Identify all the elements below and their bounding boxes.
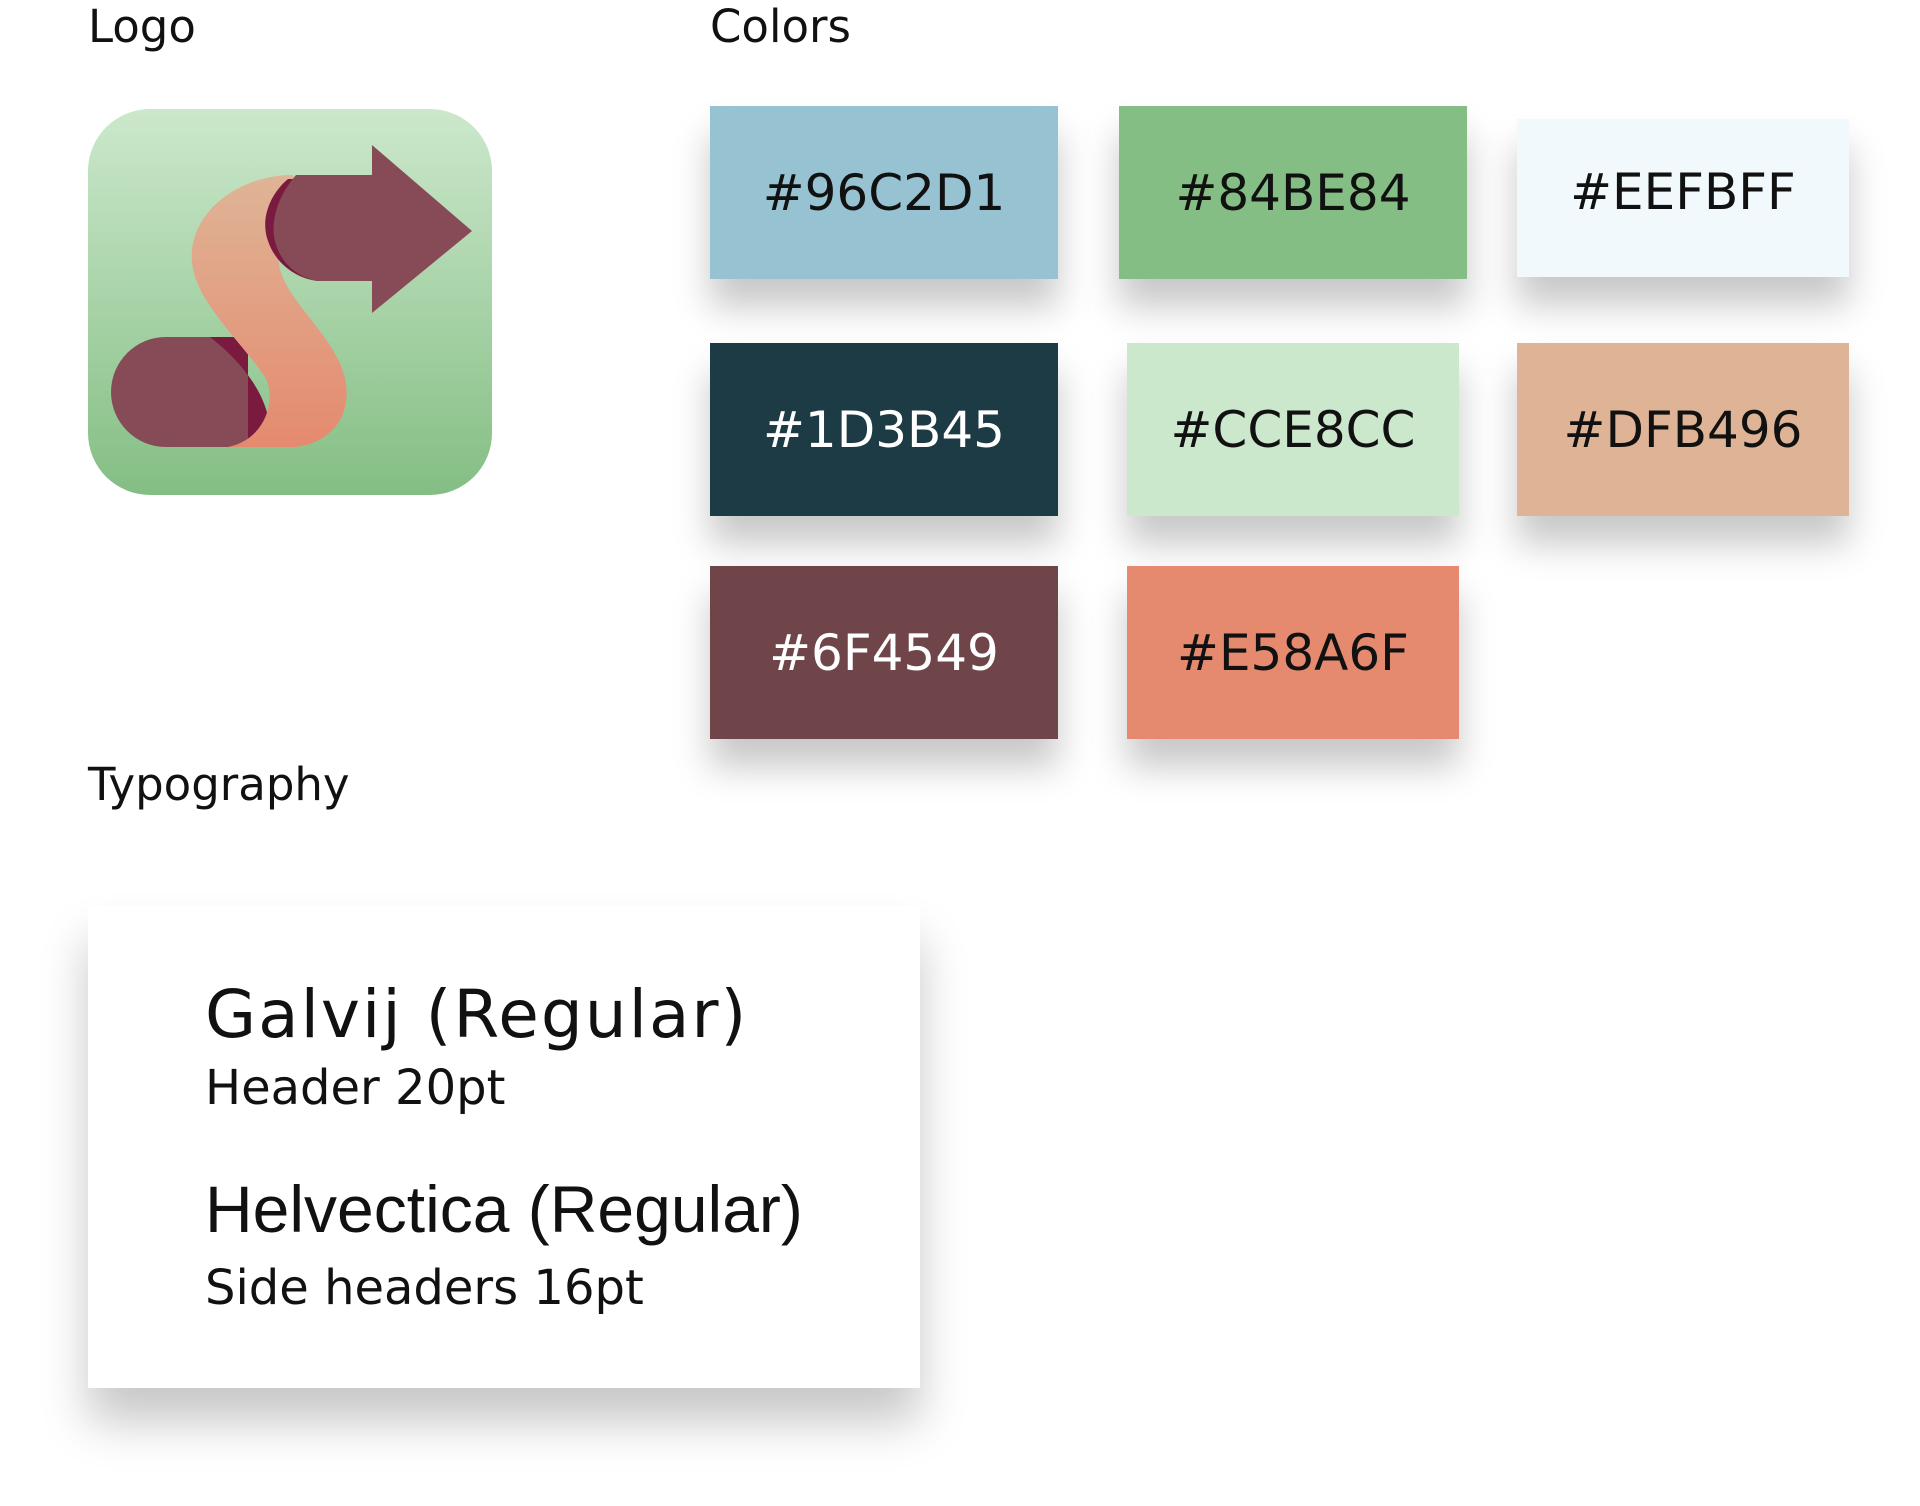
colors-section-title: Colors bbox=[710, 0, 851, 53]
header-font-name: Galvij (Regular) bbox=[205, 976, 749, 1053]
logo-arrow bbox=[273, 145, 472, 313]
color-hex-label: #EEFBFF bbox=[1570, 163, 1796, 221]
color-hex-label: #DFB496 bbox=[1563, 400, 1803, 459]
typography-section-title: Typography bbox=[88, 758, 350, 811]
color-swatch-eefbff: #EEFBFF bbox=[1517, 119, 1849, 277]
color-hex-label: #CCE8CC bbox=[1170, 400, 1416, 459]
typography-card: Galvij (Regular) Header 20pt Helvectica … bbox=[88, 906, 920, 1388]
side-header-font-description: Side headers 16pt bbox=[205, 1260, 644, 1316]
side-header-font-name: Helvectica (Regular) bbox=[205, 1172, 803, 1246]
header-font-description: Header 20pt bbox=[205, 1060, 506, 1116]
color-hex-label: #84BE84 bbox=[1175, 163, 1411, 222]
color-swatch-6f4549: #6F4549 bbox=[710, 566, 1058, 739]
color-swatch-dfb496: #DFB496 bbox=[1517, 343, 1849, 516]
color-hex-label: #1D3B45 bbox=[763, 400, 1005, 459]
color-swatch-1d3b45: #1D3B45 bbox=[710, 343, 1058, 516]
s-arrow-logo-icon bbox=[88, 109, 492, 495]
color-swatch-84be84: #84BE84 bbox=[1119, 106, 1467, 279]
color-swatch-cce8cc: #CCE8CC bbox=[1127, 343, 1459, 516]
color-hex-label: #6F4549 bbox=[769, 623, 999, 682]
color-swatch-96c2d1: #96C2D1 bbox=[710, 106, 1058, 279]
logo-left-pill-shadow bbox=[210, 337, 269, 447]
color-hex-label: #E58A6F bbox=[1177, 623, 1409, 682]
logo-s-curve bbox=[191, 175, 347, 447]
color-swatch-e58a6f: #E58A6F bbox=[1127, 566, 1459, 739]
color-hex-label: #96C2D1 bbox=[762, 163, 1006, 222]
logo-left-pill bbox=[111, 337, 248, 447]
logo-section-title: Logo bbox=[88, 0, 196, 53]
